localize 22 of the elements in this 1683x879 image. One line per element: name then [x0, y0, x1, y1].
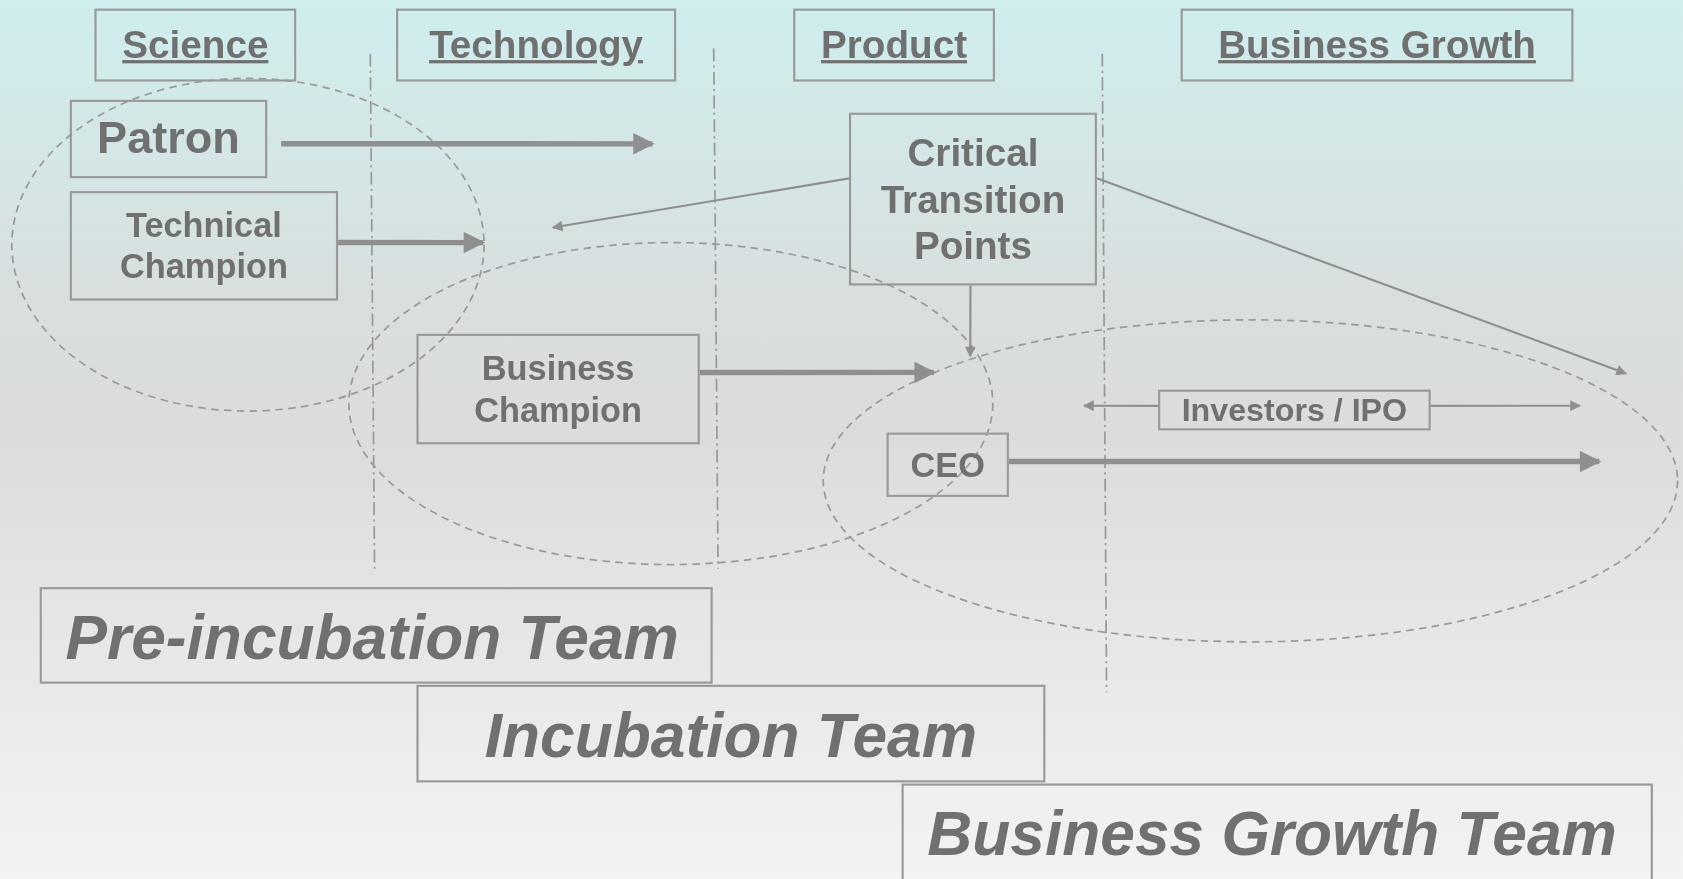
phase-header: Business Growth: [1180, 8, 1574, 82]
arrow: [338, 231, 486, 254]
team-banner: Pre-incubation Team: [39, 587, 713, 684]
team-banner: Business Growth Team: [901, 783, 1653, 879]
arrow: [699, 361, 936, 384]
arrow: [1430, 400, 1581, 412]
arrow: [281, 133, 655, 155]
team-banner: Incubation Team: [416, 684, 1046, 783]
arrow: [1082, 400, 1159, 412]
arrow: [1096, 177, 1628, 376]
arrow: [964, 285, 976, 358]
role-box: CEO: [886, 432, 1009, 497]
phase-header: Product: [793, 8, 995, 82]
phase-header: Science: [94, 8, 297, 82]
arrow: [1008, 450, 1602, 473]
role-box: Critical Transition Points: [849, 112, 1097, 286]
role-box: Technical Champion: [69, 191, 339, 301]
role-box: Investors / IPO: [1158, 389, 1431, 431]
phase-header: Technology: [396, 8, 677, 82]
role-box: Business Champion: [416, 333, 700, 445]
arrow: [551, 177, 850, 232]
role-box: Patron: [69, 99, 268, 179]
